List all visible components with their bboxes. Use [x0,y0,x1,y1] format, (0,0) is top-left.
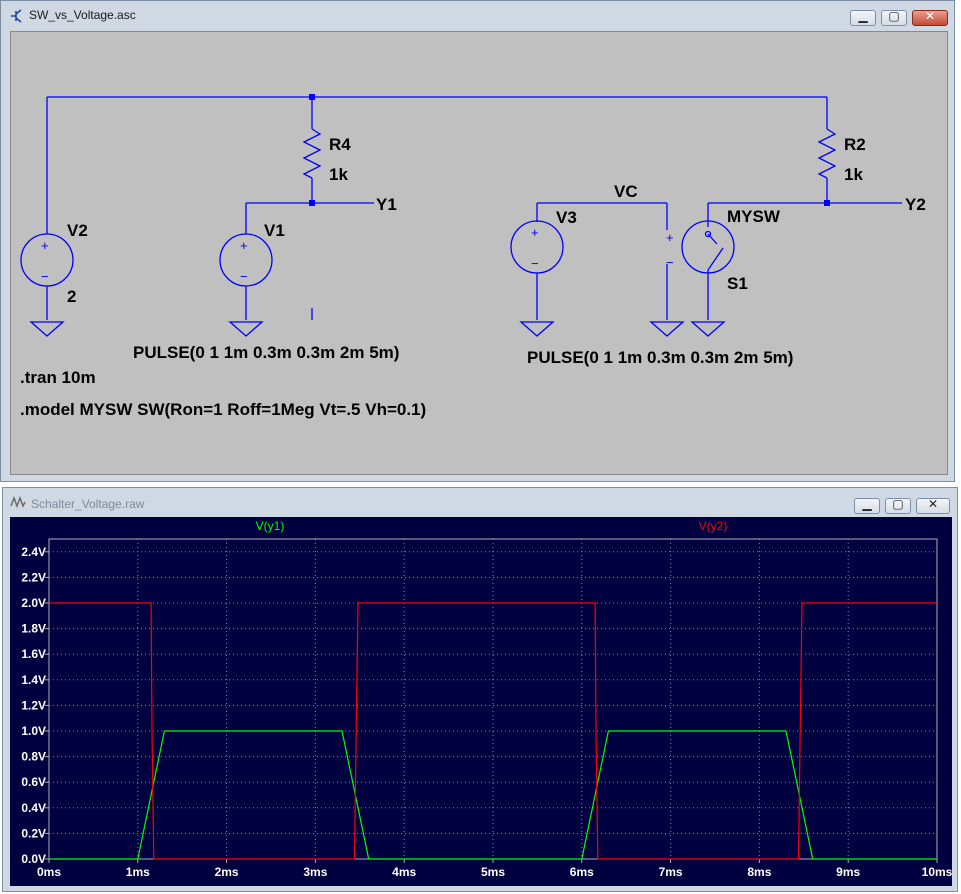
switch-s1-contact [704,230,712,238]
schematic-window: SW_vs_Voltage.asc ▁ ▢ ✕ [0,0,955,482]
label-r2: R2 [844,135,866,154]
label-vc: VC [614,182,638,201]
label-pulse-v3: PULSE(0 1 1m 0.3m 0.3m 2m 5m) [527,348,793,367]
y-tick-label: 0.6V [21,775,46,789]
label-r4: R4 [329,135,351,154]
trace-vy2 [49,602,937,860]
x-tick-label: 3ms [303,865,327,879]
maximize-icon: ▢ [888,9,900,23]
maximize-button[interactable]: ▢ [885,497,911,514]
ground-v2 [29,321,65,337]
ground-v3 [519,321,555,337]
x-tick-label: 2ms [215,865,239,879]
close-button[interactable]: ✕ [912,9,948,26]
v2-minus-sign: − [41,269,49,284]
waveform-icon [10,495,26,509]
s1-plus-sign: + [666,230,674,245]
waveform-titlebar[interactable]: Schalter_Voltage.raw ▁ ▢ ✕ [3,488,957,518]
directive-tran: .tran 10m [20,368,96,387]
y-tick-label: 2.2V [21,570,46,584]
plot-pane[interactable]: 0ms 1ms 2ms 3ms 4ms 5ms 6ms 7ms 8ms 9ms 10ms 0.0V 0.… [10,517,952,886]
waveform-title: Schalter_Voltage.raw [31,497,145,511]
ground-s1-ctrl [649,321,685,337]
y-tick-label: 1.6V [21,647,46,661]
maximize-button[interactable]: ▢ [881,9,907,26]
maximize-icon: ▢ [892,497,904,511]
switch-s1-blade-top [707,233,718,245]
resistor-r2 [817,128,837,179]
legend-vy2: V(y2) [699,519,728,533]
directive-model: .model MYSW SW(Ron=1 Roff=1Meg Vt=.5 Vh=… [20,400,426,419]
close-icon: ✕ [924,9,936,23]
waveform-window: Schalter_Voltage.raw ▁ ▢ ✕ 0ms 1ms 2ms 3ms 4… [2,487,958,892]
x-tick-label: 4ms [392,865,416,879]
y-tick-label: 0.0V [21,852,46,866]
y-tick-label: 1.0V [21,724,46,738]
y-tick-label: 1.4V [21,673,46,687]
v3-plus-sign: + [531,225,539,240]
label-v2: V2 [67,221,88,240]
v3-minus-sign: − [531,256,539,271]
v1-plus-sign: + [240,238,248,253]
label-s1: S1 [727,274,748,293]
x-tick-label: 0ms [37,865,61,879]
label-r2-value: 1k [844,165,863,184]
minimize-icon: ▁ [862,497,872,511]
ground-s1 [690,321,726,337]
schematic-titlebar[interactable]: SW_vs_Voltage.asc ▁ ▢ ✕ [1,1,954,31]
label-pulse-v1: PULSE(0 1 1m 0.3m 0.3m 2m 5m) [133,343,399,362]
y-tick-label: 2.4V [21,545,46,559]
y-tick-label: 1.2V [21,698,46,712]
s1-minus-sign: − [666,255,674,270]
close-button[interactable]: ✕ [916,497,950,514]
x-tick-label: 6ms [570,865,594,879]
junction-top [309,94,315,100]
label-v2-value: 2 [67,287,76,306]
y-tick-label: 2.0V [21,596,46,610]
v1-minus-sign: − [240,269,248,284]
label-r4-value: 1k [329,165,348,184]
schematic-drawing: R4 1k R2 1k Y1 Y2 VC V2 2 V1 V3 MYSW S1 … [20,94,926,419]
x-tick-label: 10ms [922,865,952,879]
x-tick-label: 8ms [747,865,771,879]
label-v3: V3 [556,208,577,227]
y-tick-label: 0.8V [21,750,46,764]
switch-s1-blade [707,247,724,271]
label-mysw: MYSW [727,207,781,226]
junction-y1 [309,200,315,206]
x-tick-label: 7ms [659,865,683,879]
v2-plus-sign: + [41,238,49,253]
label-v1: V1 [264,221,285,240]
junction-y2 [824,200,830,206]
minimize-icon: ▁ [858,9,868,23]
ground-v1 [228,321,264,337]
waveform-plot: 0ms 1ms 2ms 3ms 4ms 5ms 6ms 7ms 8ms 9ms 10ms 0.0V 0.… [21,519,952,879]
resistor-r4 [302,128,322,179]
schematic-canvas[interactable]: R4 1k R2 1k Y1 Y2 VC V2 2 V1 V3 MYSW S1 … [10,31,948,475]
x-tick-label: 1ms [126,865,150,879]
minimize-button[interactable]: ▁ [854,497,880,514]
label-y1: Y1 [376,195,397,214]
schematic-title: SW_vs_Voltage.asc [29,8,136,22]
y-tick-label: 0.4V [21,801,46,815]
label-y2: Y2 [905,195,926,214]
switch-s1 [681,220,735,274]
close-icon: ✕ [927,497,939,511]
y-tick-label: 0.2V [21,826,46,840]
transistor-icon [11,9,22,23]
x-tick-label: 9ms [836,865,860,879]
y-tick-label: 1.8V [21,622,46,636]
x-tick-label: 5ms [481,865,505,879]
minimize-button[interactable]: ▁ [850,9,876,26]
legend-vy1: V(y1) [256,519,285,533]
